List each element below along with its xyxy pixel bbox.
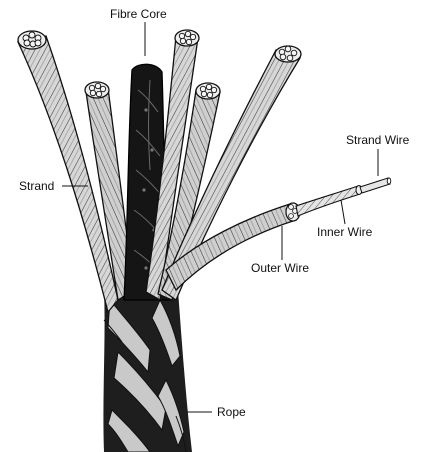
label-outer-wire: Outer Wire [251,261,309,275]
label-strand: Strand [19,179,54,193]
single-strand-wire [360,178,391,193]
inner-wire-bundle [296,186,362,217]
label-fibre-core: Fibre Core [110,7,167,21]
leader-inner-wire [341,200,345,224]
label-rope: Rope [217,405,246,419]
label-inner-wire: Inner Wire [317,225,373,239]
label-fibre-core-group: Fibre Core [110,7,167,56]
rope-body [103,290,192,452]
label-strand-wire: Strand Wire [346,133,410,147]
label-rope-group: Rope [186,405,246,419]
label-strand-wire-group: Strand Wire [346,133,410,176]
